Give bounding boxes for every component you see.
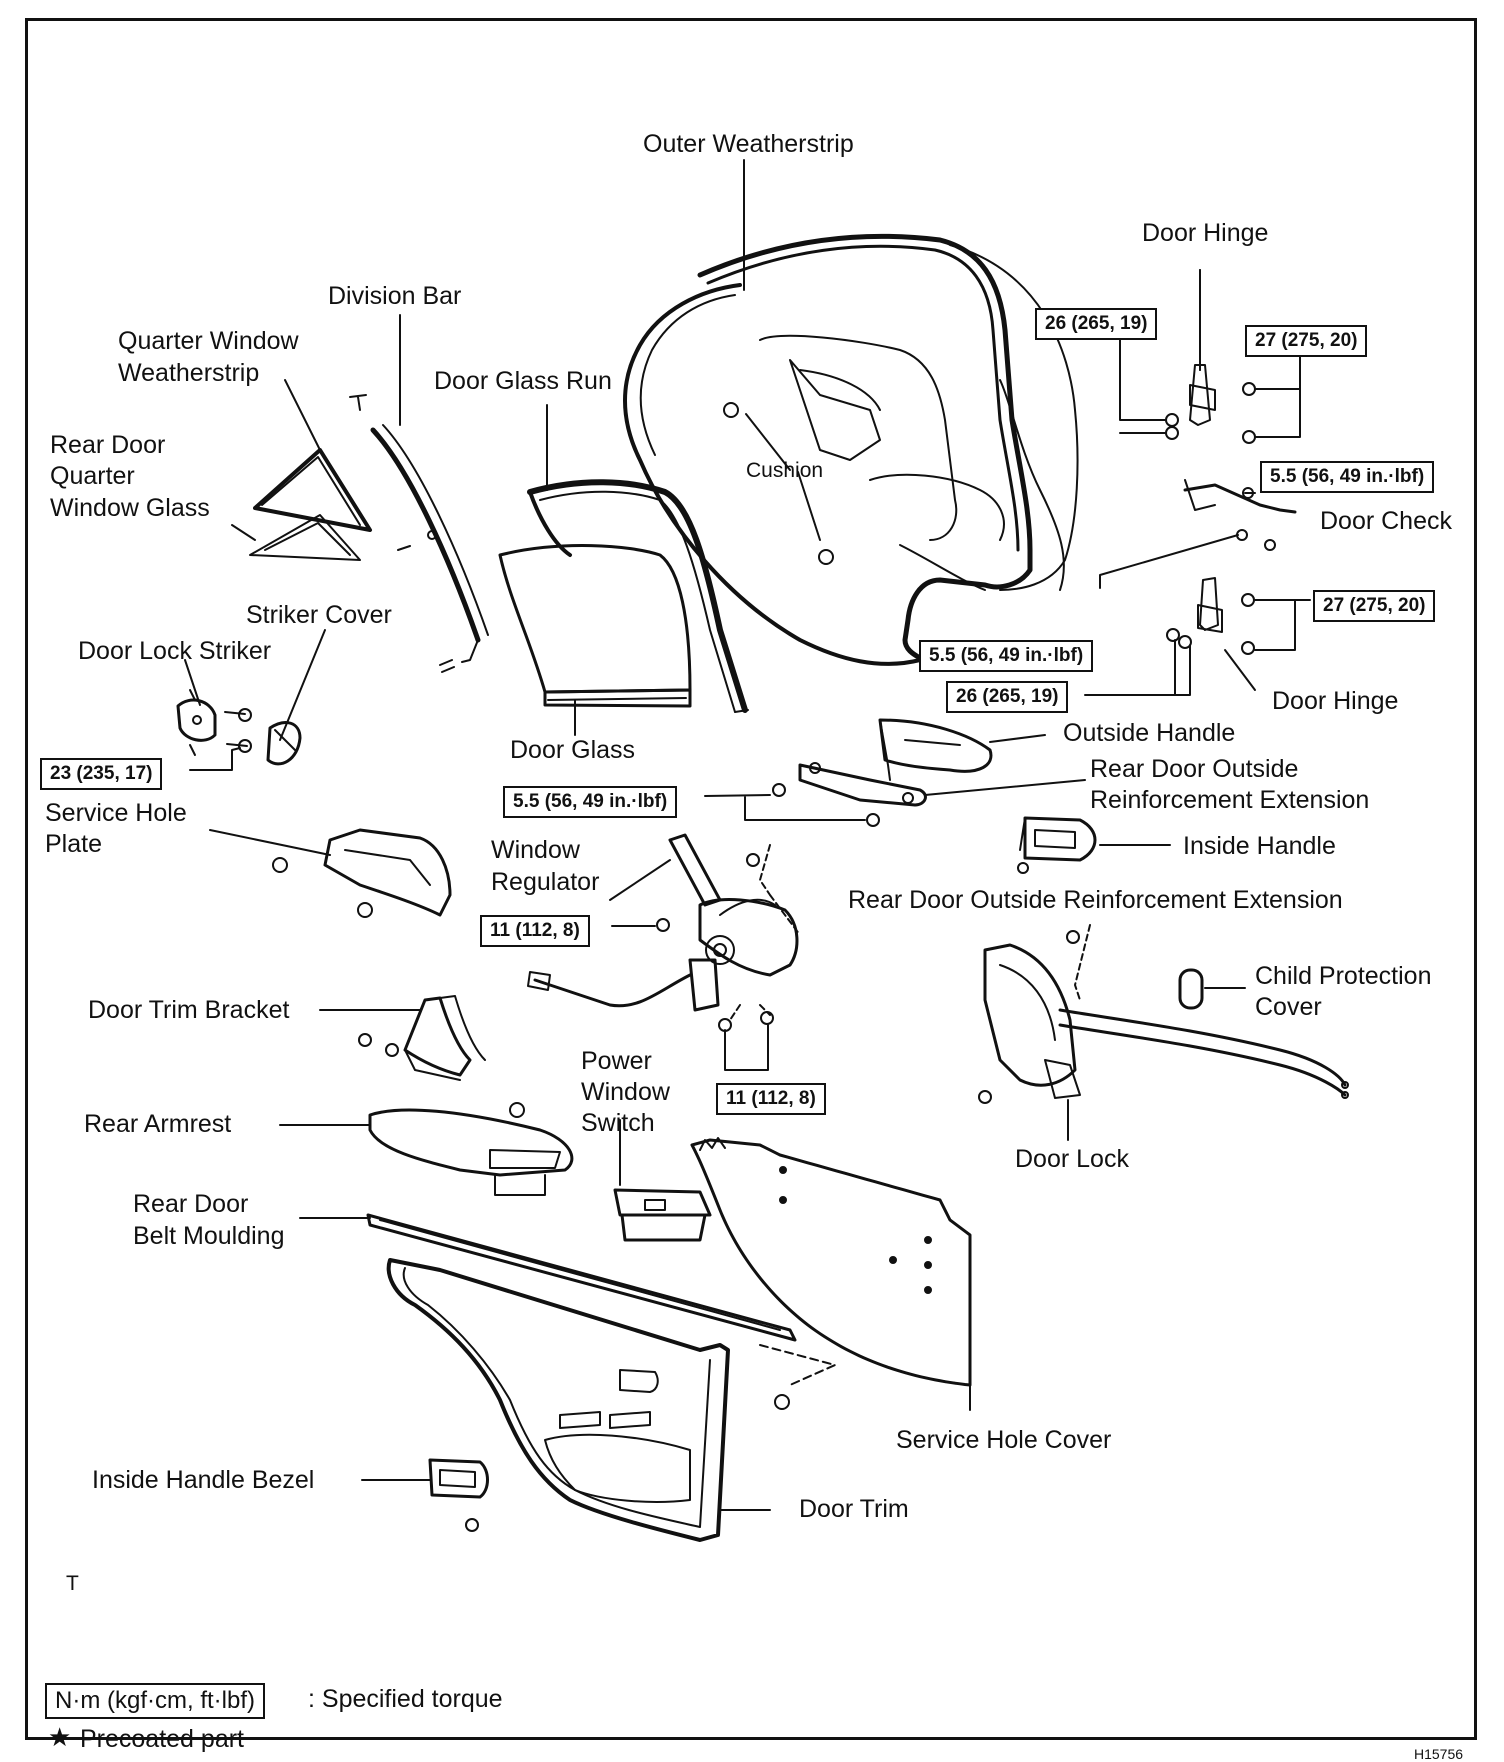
window-regulator-part xyxy=(527,833,801,1071)
legend-star-icon: ★ xyxy=(48,1722,72,1752)
division-bar-label: Division Bar xyxy=(328,282,462,310)
service-hole-plate-part xyxy=(209,828,452,918)
window-regulator-label-2: Regulator xyxy=(491,868,600,896)
quarter-window-weatherstrip-label-1: Quarter Window xyxy=(118,327,299,355)
torque-hinge-top-left: 26 (265, 19) xyxy=(1035,308,1158,340)
inside-handle-part xyxy=(1017,816,1171,874)
rear-door-quarter-label-3: Window Glass xyxy=(50,494,210,522)
division-bar-part xyxy=(349,394,489,673)
door-glass-part xyxy=(498,544,692,708)
rear-door-quarter-label-1: Rear Door xyxy=(50,431,166,459)
rear-door-belt-moulding-label-2: Belt Moulding xyxy=(133,1222,285,1250)
door-hinge-bottom-label: Door Hinge xyxy=(1272,687,1399,715)
legend-torque-text: : Specified torque xyxy=(308,1685,503,1713)
door-check-label: Door Check xyxy=(1320,507,1452,535)
power-window-switch-part xyxy=(613,1119,712,1242)
service-hole-plate-label-2: Plate xyxy=(45,830,102,858)
cushion-label: Cushion xyxy=(746,459,824,482)
child-protection-cover-label-2: Cover xyxy=(1255,993,1322,1021)
torque-regulator-lower: 11 (112, 8) xyxy=(716,1083,826,1115)
hinge-check-parts xyxy=(1165,364,1297,655)
child-protection-cover-part xyxy=(1178,968,1246,1010)
rear-door-belt-moulding-label-1: Rear Door xyxy=(133,1190,249,1218)
legend-torque-unit-box: N·m (kgf·cm, ft·lbf) xyxy=(45,1683,265,1719)
door-glass-run-part xyxy=(527,479,749,713)
outer-weatherstrip-part xyxy=(623,233,1079,666)
diagram-frame xyxy=(25,18,1477,1740)
door-lock-striker-part xyxy=(176,689,302,771)
reinforcement-extension-label-1b: Reinforcement Extension xyxy=(1090,786,1370,814)
torque-outside-handle: 5.5 (56, 49 in.·lbf) xyxy=(503,786,678,818)
door-glass-label: Door Glass xyxy=(510,736,636,764)
torque-striker: 23 (235, 17) xyxy=(40,758,163,790)
door-lock-label: Door Lock xyxy=(1015,1145,1129,1173)
door-lock-striker-label: Door Lock Striker xyxy=(78,637,272,665)
door-trim-bracket-part xyxy=(319,995,486,1081)
reinforcement-extension-label-2: Rear Door Outside Reinforcement Extensio… xyxy=(848,886,1343,914)
torque-check-upper: 5.5 (56, 49 in.·lbf) xyxy=(1260,461,1435,493)
inside-handle-bezel-part xyxy=(361,1458,489,1532)
torque-check-lower: 5.5 (56, 49 in.·lbf) xyxy=(919,640,1094,672)
outside-handle-label: Outside Handle xyxy=(1063,719,1236,747)
power-window-switch-label-1: Power xyxy=(581,1047,652,1075)
outer-weatherstrip-label: Outer Weatherstrip xyxy=(643,130,854,158)
leader-lines xyxy=(184,159,1201,741)
quarter-window-part xyxy=(249,448,372,561)
belt-moulding-part xyxy=(299,1213,797,1342)
service-hole-cover-label: Service Hole Cover xyxy=(896,1426,1112,1454)
power-window-switch-label-3: Switch xyxy=(581,1109,655,1137)
t-mark: T xyxy=(66,1572,79,1595)
torque-regulator-upper: 11 (112, 8) xyxy=(480,915,590,947)
legend-precoated-text: Precoated part xyxy=(80,1725,244,1753)
door-trim-label: Door Trim xyxy=(799,1495,909,1523)
rear-door-quarter-label-2: Quarter xyxy=(50,462,135,490)
rear-armrest-label: Rear Armrest xyxy=(84,1110,232,1138)
service-hole-cover-part xyxy=(690,1137,972,1411)
reinforcement-extension-label-1a: Rear Door Outside xyxy=(1090,755,1299,783)
door-glass-run-label: Door Glass Run xyxy=(434,367,612,395)
torque-hinge-bottom-left: 26 (265, 19) xyxy=(946,681,1069,713)
door-trim-bracket-label: Door Trim Bracket xyxy=(88,996,290,1024)
door-trim-part xyxy=(386,1258,836,1542)
service-hole-plate-label-1: Service Hole xyxy=(45,799,187,827)
inside-handle-bezel-label: Inside Handle Bezel xyxy=(92,1466,315,1494)
child-protection-cover-label-1: Child Protection xyxy=(1255,962,1432,990)
outside-handle-part xyxy=(704,718,1086,827)
door-lock-part xyxy=(978,924,1349,1141)
power-window-switch-label-2: Window xyxy=(581,1078,670,1106)
rear-armrest-part xyxy=(279,1102,574,1196)
window-regulator-label-1: Window xyxy=(491,836,580,864)
quarter-window-weatherstrip-label-2: Weatherstrip xyxy=(118,359,260,387)
torque-hinge-top-right: 27 (275, 20) xyxy=(1245,325,1368,357)
door-hinge-top-label: Door Hinge xyxy=(1142,219,1269,247)
figure-code: H15756 xyxy=(1414,1746,1464,1762)
striker-cover-label: Striker Cover xyxy=(246,601,392,629)
torque-hinge-bottom-right: 27 (275, 20) xyxy=(1313,590,1436,622)
inside-handle-label: Inside Handle xyxy=(1183,832,1336,860)
